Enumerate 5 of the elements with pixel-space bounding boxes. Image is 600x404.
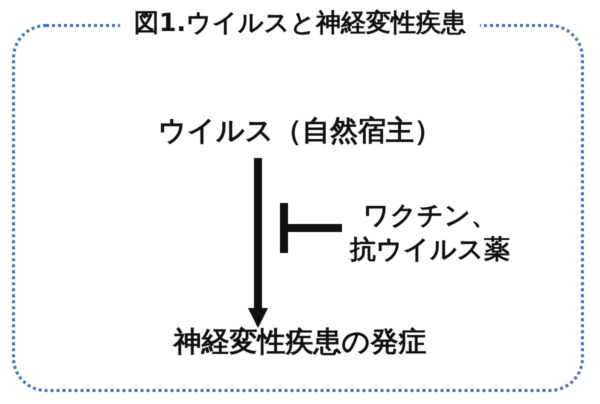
arrow	[248, 158, 268, 328]
node-label: ワクチン、抗ウイルス薬	[348, 200, 511, 267]
node-label: ウイルス（自然宿主）	[158, 112, 442, 149]
inhibition-line	[280, 203, 342, 253]
node-label: 神経変性疾患の発症	[174, 324, 426, 360]
